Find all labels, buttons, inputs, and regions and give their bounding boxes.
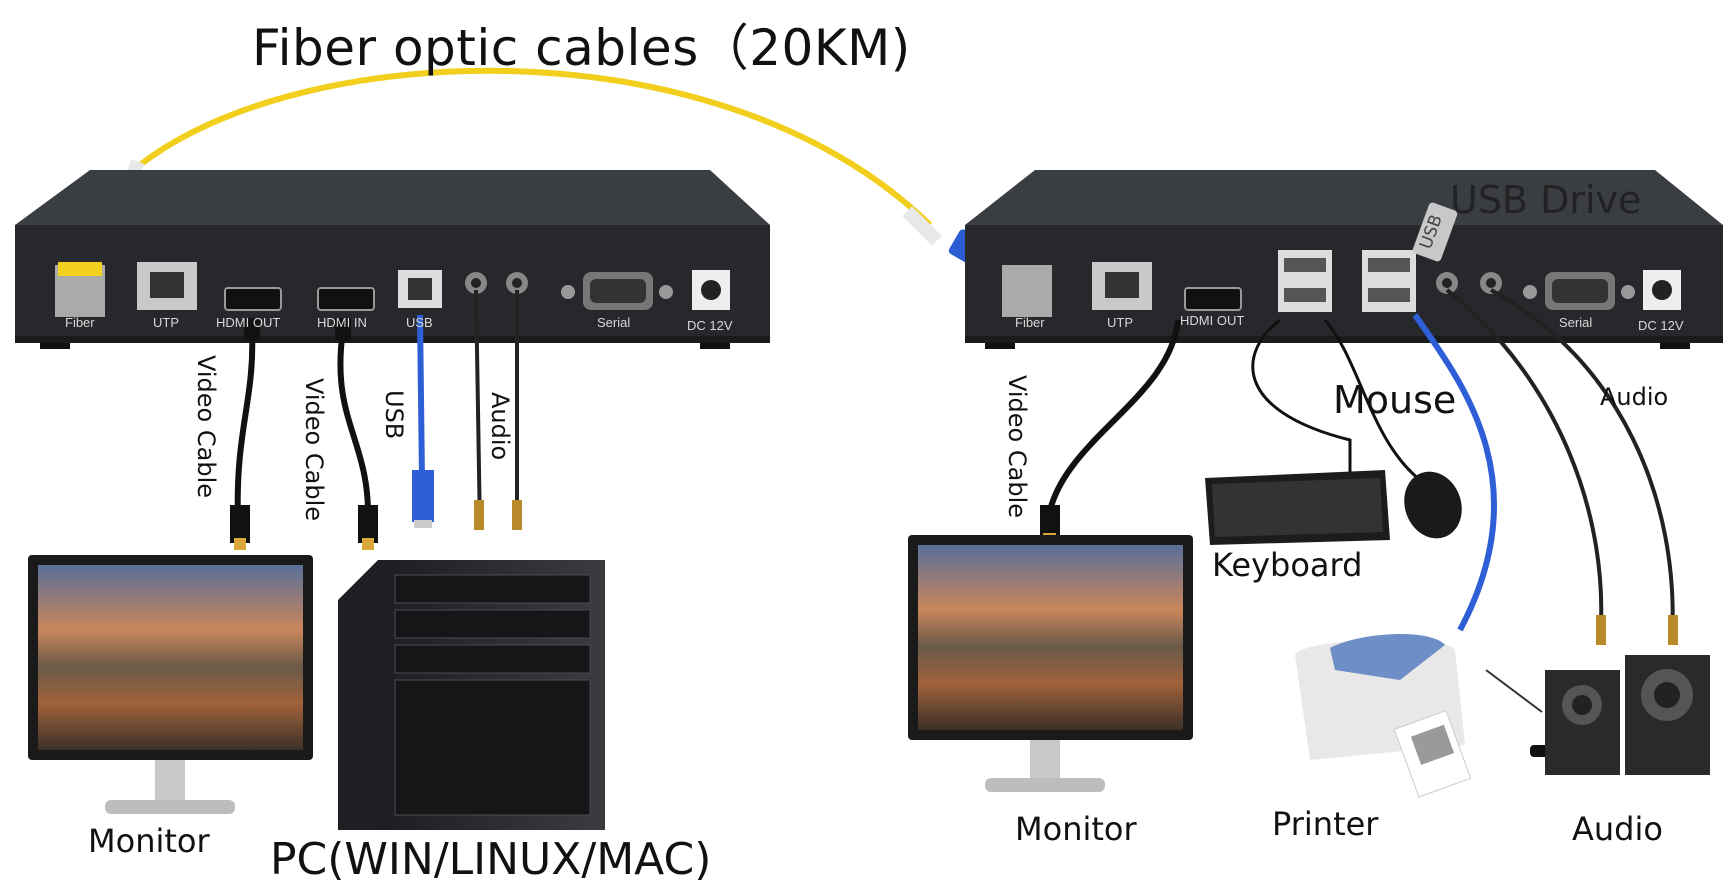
rx-port-serial-label: Serial (1559, 315, 1593, 330)
tx-audio-cable-1 (474, 289, 482, 531)
tx-video-cable-label-1: Video Cable (192, 355, 220, 499)
tx-usb-cable-label: USB (380, 390, 408, 440)
rx-keyboard-cable (1251, 318, 1352, 478)
diagram-title: Fiber optic cables（20KM) (252, 19, 911, 77)
rx-port-dc-label: DC 12V (1638, 318, 1684, 333)
tx-port-usb-label: USB (406, 315, 433, 330)
pc-tower-icon (338, 560, 605, 830)
usb-drive-label: USB Drive (1450, 178, 1642, 222)
receiver-box (965, 170, 1723, 349)
tx-usb-cable (417, 314, 425, 481)
tx-port-serial-label: Serial (597, 315, 631, 330)
rx-video-cable (1045, 319, 1181, 521)
rx-usb-printer-cable (1412, 313, 1498, 632)
keyboard-icon (1205, 470, 1390, 545)
transmitter-box (15, 170, 770, 349)
speakers-icon (1485, 655, 1710, 775)
keyboard-label: Keyboard (1212, 546, 1363, 584)
monitor-right-icon (908, 535, 1193, 792)
tx-port-dc-label: DC 12V (687, 318, 733, 333)
rx-audio-cable-2 (1490, 288, 1675, 641)
audio-device-label: Audio (1572, 810, 1663, 848)
tx-port-utp-label: UTP (153, 315, 179, 330)
tx-port-fiber-label: Fiber (65, 315, 95, 330)
fiber-optic-cable (138, 67, 933, 228)
rx-monitor-label: Monitor (1015, 810, 1137, 848)
mouse-icon (1404, 471, 1462, 539)
printer-icon (1295, 633, 1472, 798)
tx-video-cable-label-2: Video Cable (300, 378, 328, 522)
monitor-left-icon (28, 555, 313, 814)
rx-audio-cable-1 (1445, 288, 1604, 641)
tx-port-hdmi-out-label: HDMI OUT (216, 315, 281, 330)
tx-monitor-label: Monitor (88, 822, 210, 860)
tx-video-cable-2 (337, 329, 372, 521)
rx-audio-cable-label: Audio (1600, 383, 1669, 411)
printer-label: Printer (1272, 805, 1379, 843)
fiber-connector-right (902, 206, 942, 246)
tx-port-hdmi-in-label: HDMI IN (317, 315, 367, 330)
tx-audio-cable-label: Audio (486, 392, 514, 461)
rx-port-hdmi-out-label: HDMI OUT (1180, 313, 1245, 328)
tx-video-cable-1 (234, 329, 256, 521)
rx-port-utp-label: UTP (1107, 315, 1133, 330)
pc-label: PC(WIN/LINUX/MAC) (270, 834, 712, 885)
rx-mouse-label: Mouse (1333, 378, 1457, 422)
rx-video-cable-label: Video Cable (1003, 375, 1031, 519)
rx-port-fiber-label: Fiber (1015, 315, 1045, 330)
rx-mouse-cable (1323, 319, 1421, 482)
